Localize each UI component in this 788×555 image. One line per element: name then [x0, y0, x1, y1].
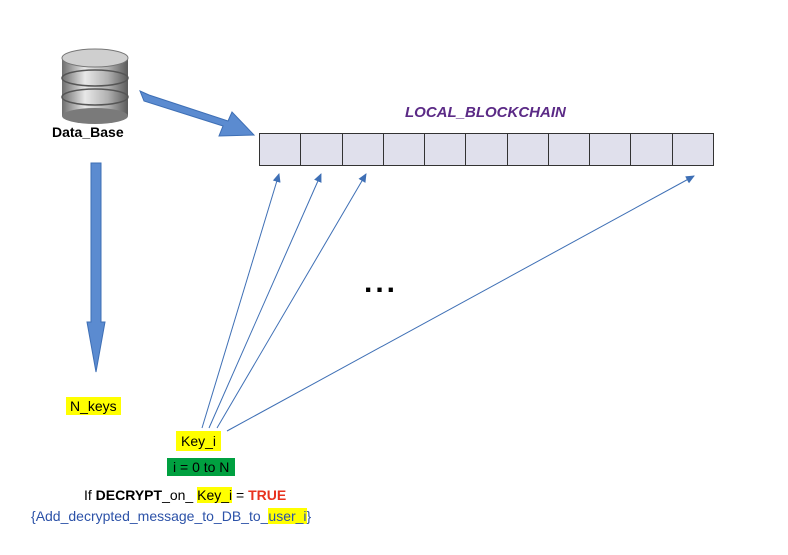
decrypt-function: DECRYPT [95, 487, 163, 503]
block [672, 134, 713, 165]
database-label: Data_Base [52, 124, 124, 140]
blockchain-title: LOCAL_BLOCKCHAIN [405, 104, 566, 121]
blockchain-bar [259, 133, 714, 166]
action-open: { [31, 508, 36, 524]
condition-result: TRUE [248, 487, 287, 503]
action-user: user_i [268, 508, 307, 524]
condition-equals: = [232, 487, 249, 503]
n-keys-label: N_keys [66, 397, 121, 415]
block [507, 134, 549, 165]
block [425, 134, 467, 165]
key-i-label: Key_i [176, 431, 222, 451]
arrow-block-2 [208, 173, 322, 429]
condition-mid: _on_ [162, 487, 198, 503]
condition-prefix: If [84, 487, 96, 503]
action-line: {Add_decrypted_message_to_DB_to_user_i} [31, 508, 311, 524]
action-text: Add_decrypted_message_to_DB_to_ [35, 508, 269, 524]
block [260, 134, 302, 165]
block [631, 134, 673, 165]
block [342, 134, 384, 165]
condition-line: If DECRYPT_on_ Key_i = TRUE [84, 487, 286, 503]
block [301, 134, 343, 165]
block [590, 134, 632, 165]
arrow-block-last [226, 175, 695, 432]
database-icon [61, 48, 129, 124]
db-to-nkeys-arrow [86, 162, 106, 373]
db-to-chain-arrow [139, 90, 256, 137]
key-range-badge: i = 0 to N [167, 458, 236, 476]
arrow-block-3 [216, 173, 367, 429]
ellipsis: ... [364, 266, 399, 299]
key-to-block-arrows [201, 173, 695, 432]
block [548, 134, 591, 165]
arrow-block-1 [201, 173, 281, 429]
condition-key: Key_i [197, 487, 233, 503]
block [466, 134, 508, 165]
block [383, 134, 426, 165]
action-close: } [306, 508, 312, 524]
